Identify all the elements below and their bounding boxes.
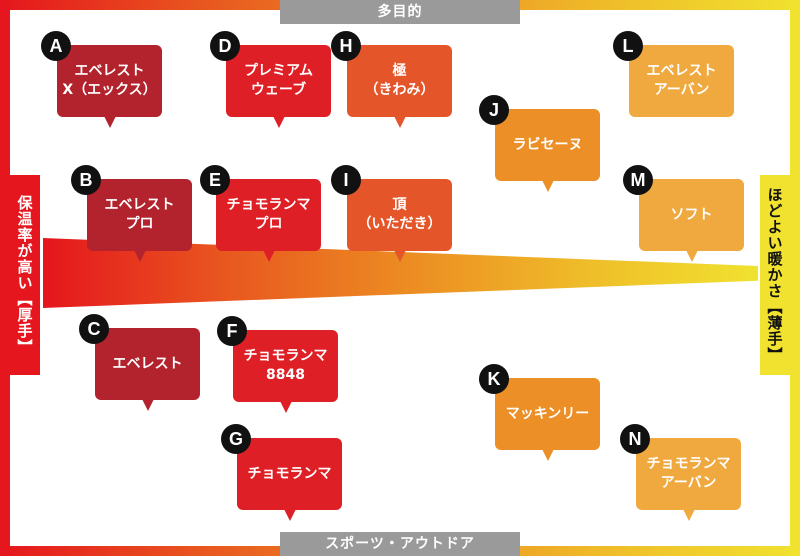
frame-right-border: [790, 0, 800, 556]
axis-label-top: 多目的: [280, 0, 520, 24]
bubble-pointer: [393, 116, 406, 128]
bubble-pointer: [541, 180, 554, 192]
product-name: エベレスト アーバン: [646, 63, 717, 98]
letter-badge: I: [331, 165, 361, 195]
product-name: 頂 （いただき）: [357, 197, 442, 232]
bubble-pointer: [682, 509, 695, 521]
letter-badge: B: [71, 165, 101, 195]
bubble-pointer: [279, 401, 292, 413]
product-bubble-g: G チョモランマ: [221, 424, 342, 521]
product-name: チョモランマ: [247, 465, 332, 482]
product-bubble-m: M ソフト: [623, 165, 744, 262]
bubble-pointer: [685, 250, 698, 262]
letter-badge: M: [623, 165, 653, 195]
product-bubble-k: K マッキンリー: [479, 364, 600, 461]
product-name: プレミアム ウェーブ: [243, 63, 314, 98]
bubble-pointer: [272, 116, 285, 128]
letter-badge: C: [79, 314, 109, 344]
letter-badge: F: [217, 316, 247, 346]
product-name: エベレスト: [112, 355, 183, 372]
bubble-pointer: [103, 116, 116, 128]
letter-badge: G: [221, 424, 251, 454]
product-name: マッキンリー: [505, 405, 590, 422]
letter-badge: D: [210, 31, 240, 61]
frame-left-border: [0, 0, 10, 556]
product-name: エベレスト X（エックス）: [62, 63, 157, 98]
bubble-pointer: [541, 449, 554, 461]
product-name: ソフト: [670, 206, 713, 223]
letter-badge: K: [479, 364, 509, 394]
letter-badge: E: [200, 165, 230, 195]
bubble-pointer: [262, 250, 275, 262]
letter-badge: N: [620, 424, 650, 454]
product-name: ラビセーヌ: [512, 136, 583, 153]
letter-badge: H: [331, 31, 361, 61]
letter-badge: J: [479, 95, 509, 125]
bubble-pointer: [283, 509, 296, 521]
letter-badge: L: [613, 31, 643, 61]
axis-label-bottom: スポーツ・アウトドア: [280, 532, 520, 556]
axis-label-right: ほどよい暖かさ【薄手】: [760, 175, 790, 375]
axis-label-left: 保温率が高い【厚手】: [10, 175, 40, 375]
bubble-pointer: [133, 250, 146, 262]
product-name: チョモランマ プロ: [226, 197, 311, 232]
product-name: チョモランマ アーバン: [646, 456, 731, 491]
bubble-pointer: [393, 250, 406, 262]
bubble-pointer: [141, 399, 154, 411]
letter-badge: A: [41, 31, 71, 61]
product-name: チョモランマ 8848: [243, 348, 328, 383]
product-name: エベレスト プロ: [104, 197, 175, 232]
product-name: 極 （きわみ）: [364, 63, 435, 98]
